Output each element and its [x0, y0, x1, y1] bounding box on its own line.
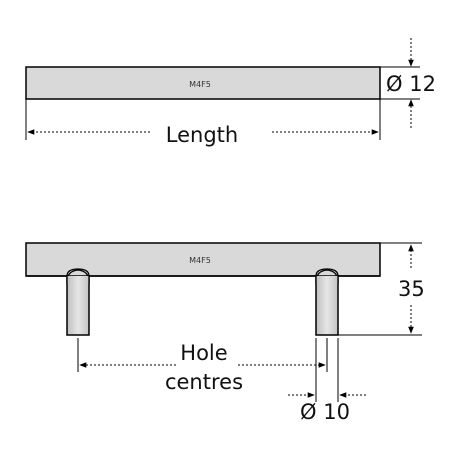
diameter-10-label: Ø 10: [300, 400, 350, 424]
left-leg-top-curve: [66, 268, 90, 284]
handle-bar-top-view: [25, 66, 381, 100]
bar-code-side: M4F5: [189, 256, 211, 265]
hole-label-line1: Hole: [180, 341, 227, 365]
length-label: Length: [166, 123, 238, 147]
bar-code-top: M4F5: [189, 80, 211, 89]
diameter-12-label: Ø 12: [386, 72, 436, 96]
height-35-label: 35: [398, 277, 425, 301]
right-leg-top-curve: [315, 268, 339, 284]
hole-label-line2: centres: [165, 370, 243, 394]
